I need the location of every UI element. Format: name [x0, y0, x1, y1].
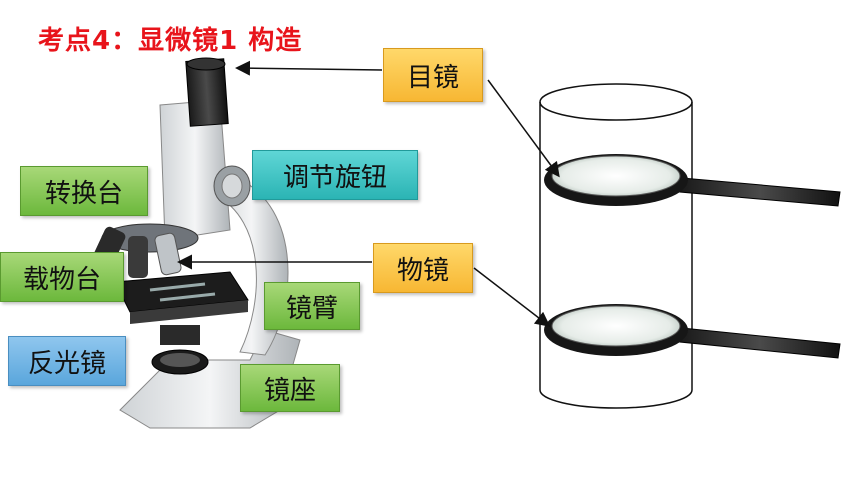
page-title: 考点4：显微镜1 构造 — [38, 26, 303, 56]
label-adjust-knob: 调节旋钮 — [252, 150, 418, 200]
label-eyepiece: 目镜 — [383, 48, 483, 102]
objective-lens-icon — [544, 304, 841, 359]
label-objective: 物镜 — [373, 243, 473, 293]
lens-model-drawing — [539, 83, 841, 409]
label-nosepiece: 转换台 — [20, 166, 148, 216]
eyepiece-lens-icon — [544, 154, 841, 207]
label-mirror: 反光镜 — [8, 336, 126, 386]
label-stage: 载物台 — [0, 252, 124, 302]
label-arm: 镜臂 — [264, 282, 360, 330]
label-base: 镜座 — [240, 364, 340, 412]
pointer-arrows — [177, 60, 560, 327]
